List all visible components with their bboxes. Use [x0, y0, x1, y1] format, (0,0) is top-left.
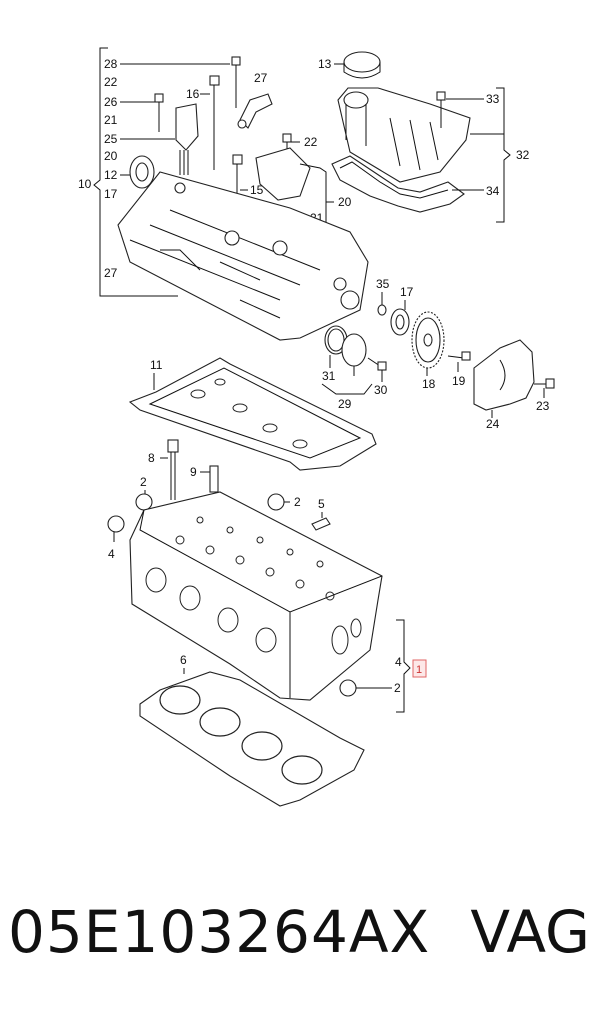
- label-20: 20: [104, 149, 118, 163]
- label-6: 6: [180, 653, 187, 667]
- bolt-28: [231, 56, 241, 108]
- label-23: 23: [536, 399, 550, 413]
- exploded-parts-diagram: 28 22 26 21 25 20 12 10 17 27 16 27: [78, 47, 555, 807]
- group-1-bracket: 4 1: [395, 619, 427, 713]
- label-9: 9: [190, 465, 197, 479]
- label-12: 12: [104, 168, 118, 182]
- bolt-30: 30: [367, 357, 388, 397]
- label-34: 34: [486, 184, 500, 198]
- label-10: 10: [78, 177, 92, 191]
- label-11: 11: [150, 358, 163, 372]
- pin-5: 5: [311, 497, 331, 531]
- seal-12: [129, 155, 155, 189]
- cover-24: 24: [473, 339, 535, 431]
- label-18: 18: [422, 377, 436, 391]
- left-column-labels: 28 22 26 21 25 20 12 10 17 27: [78, 57, 230, 280]
- label-19: 19: [452, 374, 466, 388]
- label-15: 15: [250, 183, 264, 197]
- label-4-right: 4: [395, 655, 402, 669]
- label-35: 35: [376, 277, 390, 291]
- head-gasket-6: 6: [139, 653, 365, 807]
- oil-separator-32: 33 32: [337, 87, 530, 223]
- plug-4-left: 4: [107, 515, 125, 561]
- label-31: 31: [322, 369, 336, 383]
- label-30: 30: [374, 383, 388, 397]
- label-21: 21: [104, 113, 118, 127]
- label-2-mid: 2: [294, 495, 301, 509]
- label-25: 25: [104, 132, 118, 146]
- part-number: 05E103264AX: [8, 898, 431, 966]
- group-10-bracket: [93, 47, 178, 297]
- label-24: 24: [486, 417, 500, 431]
- plug-2-right: 2: [339, 679, 401, 697]
- label-33: 33: [486, 92, 500, 106]
- label-2-right: 2: [394, 681, 401, 695]
- label-22: 22: [104, 75, 118, 89]
- label-4-left: 4: [108, 547, 115, 561]
- sensor-27: 27: [237, 71, 273, 129]
- label-26: 26: [104, 95, 118, 109]
- label-32: 32: [516, 148, 530, 162]
- label-27: 27: [104, 266, 118, 280]
- label-16: 16: [186, 87, 200, 101]
- oring-35: 35: [376, 277, 390, 316]
- stud-9: 9: [190, 465, 219, 493]
- bolt-19: 19: [447, 351, 471, 388]
- bolt-8: 8: [148, 439, 179, 500]
- valve-cover-gasket-11: 11: [128, 357, 377, 471]
- bolt-23: 23: [534, 378, 555, 413]
- label-2-left: 2: [140, 475, 147, 489]
- cap-13: 13: [318, 51, 381, 79]
- brand-name: VAG: [470, 898, 590, 966]
- label-13: 13: [318, 57, 332, 71]
- plug-2-left: 2: [135, 475, 153, 511]
- gasket-34: 34: [331, 155, 500, 213]
- camshaft-housing: [117, 171, 369, 341]
- label-5: 5: [318, 497, 325, 511]
- label-29: 29: [338, 397, 352, 411]
- bolt-15: 15: [232, 154, 264, 212]
- cylinder-head: [129, 491, 383, 701]
- sprocket-18: 18: [411, 311, 445, 391]
- oring-31: 31: [322, 325, 348, 383]
- sensor-25: [175, 103, 199, 175]
- bolt-16: 16: [186, 75, 220, 170]
- label-28: 28: [104, 57, 118, 71]
- plug-2-mid: 2: [267, 493, 301, 511]
- label-8: 8: [148, 451, 155, 465]
- label-17-right: 17: [400, 285, 414, 299]
- seal-17: 17: [390, 285, 414, 336]
- cover-29: 29: [321, 333, 373, 411]
- label-17: 17: [104, 187, 118, 201]
- label-27-sensor: 27: [254, 71, 268, 85]
- bolt-26: [154, 93, 164, 132]
- label-20-right: 20: [338, 195, 352, 209]
- highlight-label-1: 1: [416, 664, 422, 676]
- label-22-right: 22: [304, 135, 318, 149]
